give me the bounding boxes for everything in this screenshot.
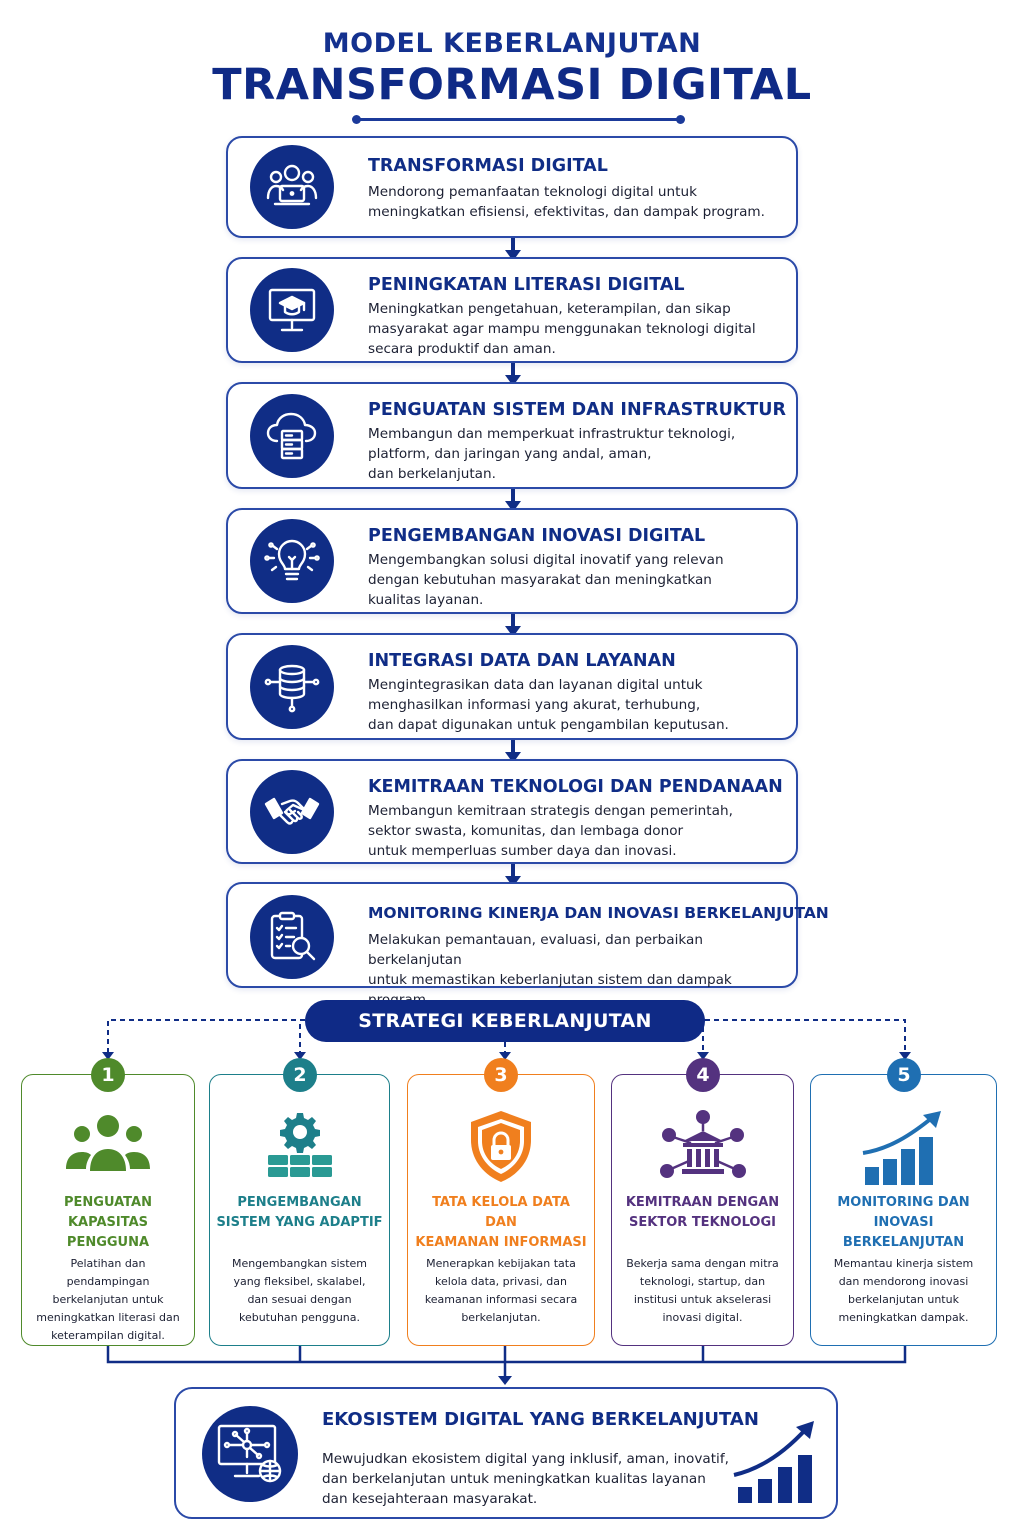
page-title: TRANSFORMASI DIGITAL	[212, 60, 812, 110]
flow-arrow-icon	[505, 614, 521, 637]
step-title: MONITORING KINERJA DAN INOVASI BERKELANJ…	[368, 904, 829, 922]
step-description: Membangun kemitraan strategis dengan pem…	[368, 803, 733, 859]
growth-chart-icon	[811, 1109, 996, 1189]
growth-chart-icon	[733, 1421, 814, 1503]
step-card-inovasi-digital: PENGEMBANGAN INOVASI DIGITAL Mengembangk…	[226, 508, 798, 614]
final-card-ekosistem-digital: EKOSISTEM DIGITAL YANG BERKELANJUTAN Mew…	[174, 1387, 838, 1519]
step-description: Mengintegrasikan data dan layanan digita…	[368, 677, 729, 733]
final-description: Mewujudkan ekosistem digital yang inklus…	[322, 1451, 729, 1507]
handshake-icon	[250, 770, 334, 854]
step-description: Membangun dan memperkuat infrastruktur t…	[368, 426, 736, 482]
step-title: INTEGRASI DATA DAN LAYANAN	[368, 651, 676, 671]
shield-lock-icon	[408, 1109, 594, 1189]
flow-arrow-icon	[505, 238, 521, 261]
step-description: Mengembangkan solusi digital inovatif ya…	[368, 552, 724, 608]
flow-arrow-icon	[505, 363, 521, 386]
gear-blocks-icon	[210, 1109, 389, 1189]
card-number-badge: 3	[484, 1058, 518, 1092]
step-title: PENGEMBANGAN INOVASI DIGITAL	[368, 526, 706, 546]
title-divider	[357, 118, 681, 121]
step-card-kemitraan-pendanaan: KEMITRAAN TEKNOLOGI DAN PENDANAAN Memban…	[226, 759, 798, 864]
step-card-monitoring-kinerja: MONITORING KINERJA DAN INOVASI BERKELANJ…	[226, 882, 829, 1008]
cloud-server-icon	[250, 394, 334, 478]
step-card-sistem-infrastruktur: PENGUATAN SISTEM DAN INFRASTRUKTUR Memba…	[226, 382, 798, 489]
step-card-integrasi-data: INTEGRASI DATA DAN LAYANAN Mengintegrasi…	[226, 633, 798, 740]
title-divider-dot	[352, 115, 361, 124]
clipboard-search-icon	[250, 895, 334, 979]
card-number-badge: 4	[686, 1058, 720, 1092]
step-title: PENGUATAN SISTEM DAN INFRASTRUKTUR	[368, 400, 786, 420]
users-group-icon	[22, 1109, 194, 1189]
flow-arrow-icon	[505, 740, 521, 763]
final-title: EKOSISTEM DIGITAL YANG BERKELANJUTAN	[322, 1409, 759, 1430]
step-card-literasi-digital: PENINGKATAN LITERASI DIGITAL Meningkatka…	[226, 257, 798, 363]
strategy-banner: STRATEGI KEBERLANJUTAN	[305, 1000, 705, 1042]
lightbulb-circuit-icon	[250, 519, 334, 603]
step-title: PENINGKATAN LITERASI DIGITAL	[368, 275, 685, 295]
card-number-badge: 2	[283, 1058, 317, 1092]
flow-arrow-icon	[505, 489, 521, 512]
card-number-badge: 1	[91, 1058, 125, 1092]
page-subtitle: MODEL KEBERLANJUTAN	[322, 28, 702, 59]
database-network-icon	[250, 645, 334, 729]
step-description: Meningkatkan pengetahuan, keterampilan, …	[368, 301, 756, 357]
institution-network-icon	[612, 1109, 793, 1189]
monitor-graduation-cap-icon	[250, 268, 334, 352]
flow-arrow-icon	[505, 864, 521, 887]
monitor-network-icon	[202, 1406, 298, 1502]
step-title: TRANSFORMASI DIGITAL	[368, 156, 608, 176]
step-description: Mendorong pemanfaatan teknologi digital …	[368, 184, 765, 220]
card-number-badge: 5	[887, 1058, 921, 1092]
step-card-transformasi-digital: TRANSFORMASI DIGITAL Mendorong pemanfaat…	[226, 136, 798, 238]
step-title: KEMITRAAN TEKNOLOGI DAN PENDANAAN	[368, 777, 783, 797]
title-divider-dot	[676, 115, 685, 124]
team-laptop-icon	[250, 145, 334, 229]
